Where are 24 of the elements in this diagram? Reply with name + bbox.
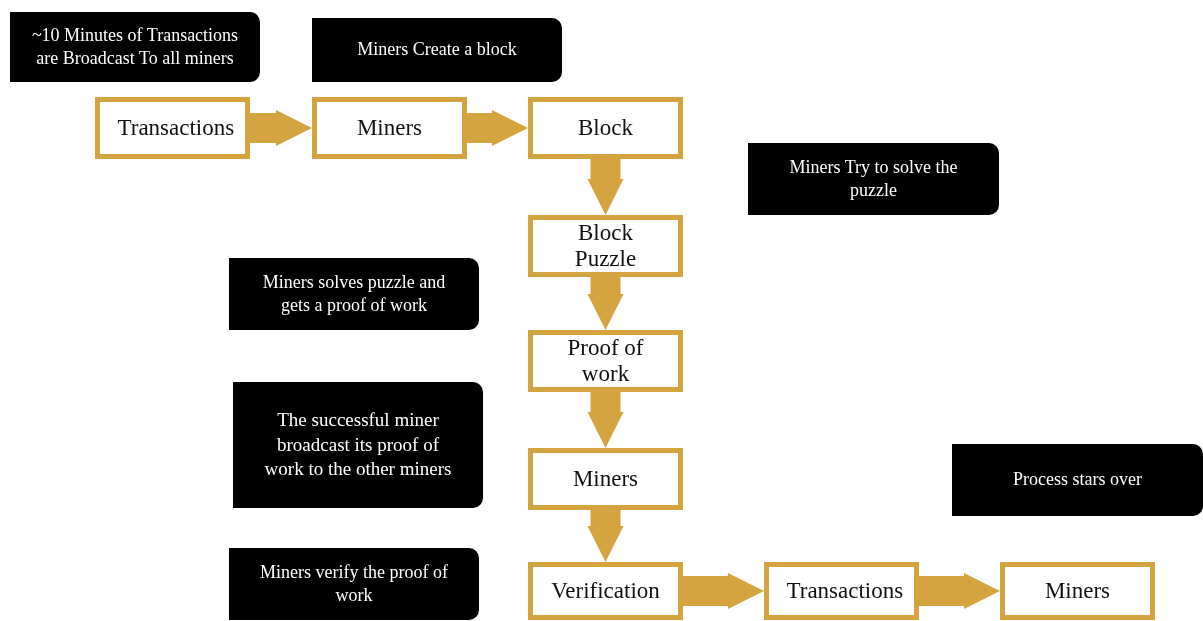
process-box: Miners [1000, 562, 1155, 620]
callout-box: Miners Create a block [312, 18, 562, 82]
callout-box: The successful miner broadcast its proof of work to the other miners [233, 382, 483, 508]
callout-box: Miners Try to solve the puzzle [748, 143, 999, 215]
callout-box: Miners solves puzzle and gets a proof of work [229, 258, 479, 330]
process-box: Transactions [764, 562, 919, 620]
callout-box: Miners verify the proof of work [229, 548, 479, 620]
arrow [250, 110, 312, 146]
arrow [683, 573, 764, 609]
arrow [587, 510, 624, 562]
process-box: Block Puzzle [528, 215, 683, 277]
arrow [467, 110, 528, 146]
process-box: Miners [528, 448, 683, 510]
arrow [587, 159, 624, 215]
arrow [587, 277, 624, 330]
arrow [919, 573, 1000, 609]
process-box: Transactions [95, 97, 250, 159]
callout-box: ~10 Minutes of Transactions are Broadcast To all miners [10, 12, 260, 82]
process-box: Block [528, 97, 683, 159]
process-box: Proof of work [528, 330, 683, 392]
process-box: Verification [528, 562, 683, 620]
arrow [587, 392, 624, 448]
process-box: Miners [312, 97, 467, 159]
callout-box: Process stars over [952, 444, 1203, 516]
